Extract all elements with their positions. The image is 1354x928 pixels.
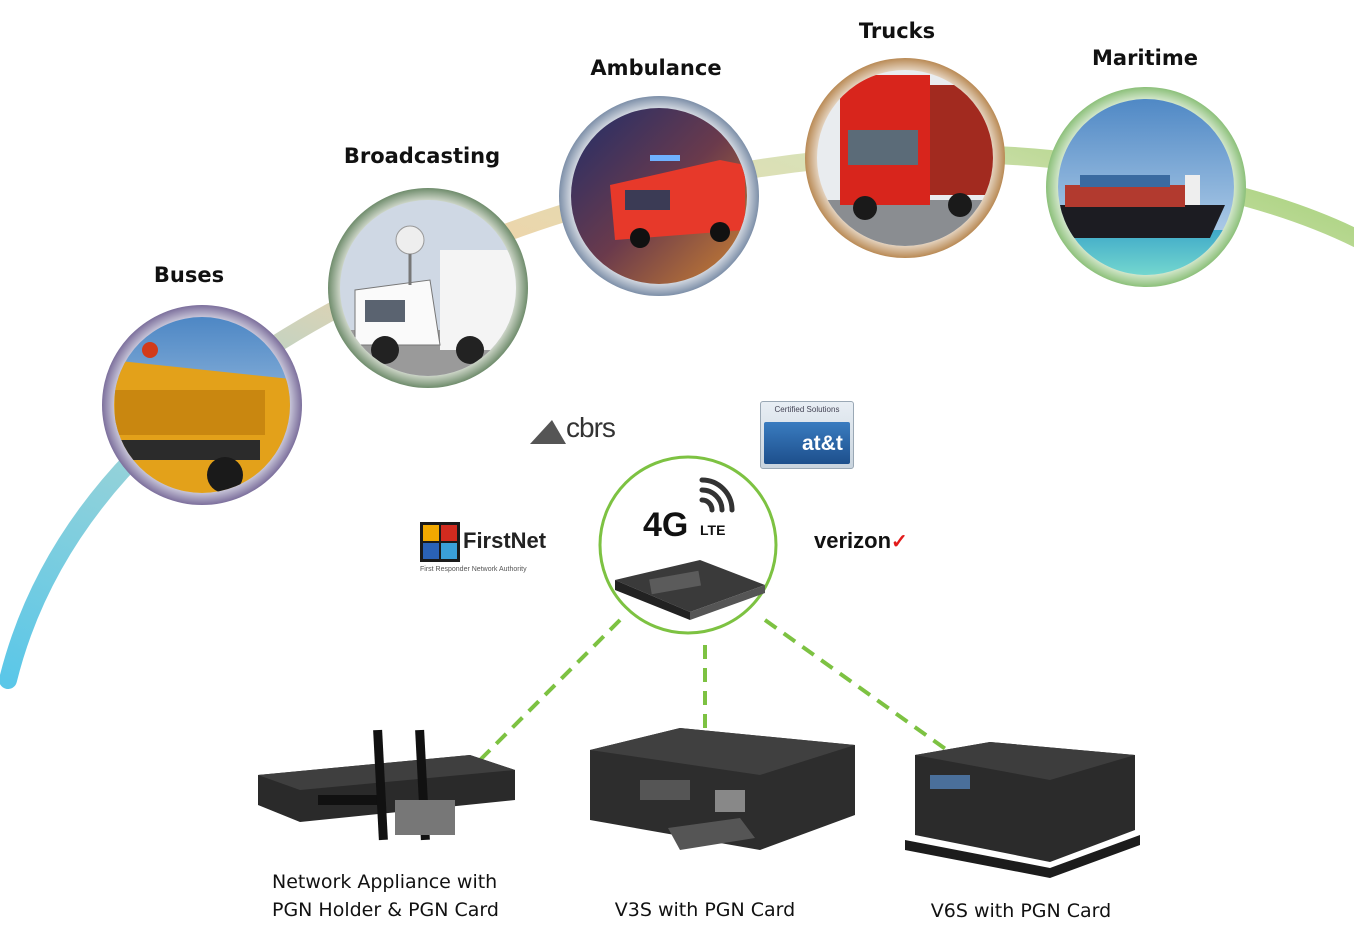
signal-icon <box>699 477 735 513</box>
sector-label-broadcasting: Broadcasting <box>343 144 501 168</box>
buses-photo <box>102 305 302 505</box>
sector-label-ambulance: Ambulance <box>590 56 722 80</box>
sector-label-trucks: Trucks <box>858 19 936 43</box>
caption-v6s: V6S with PGN Card <box>930 900 1112 922</box>
att-badge-panel: at&t <box>764 422 850 464</box>
firstnet-logo-text: FirstNet <box>463 528 547 553</box>
ambulance-photo <box>559 96 759 296</box>
network-appliance-image <box>258 729 515 841</box>
maritime-photo <box>1046 87 1246 287</box>
verizon-logo: verizon✓ <box>814 528 908 554</box>
att-logo: Certified Solutions at&t <box>760 401 854 469</box>
hub-title: 4G <box>643 506 689 544</box>
verizon-check-icon: ✓ <box>891 531 908 553</box>
caption-network-appliance-line2: PGN Holder & PGN Card <box>272 899 499 921</box>
firstnet-subtitle: First Responder Network Authority <box>420 566 527 573</box>
trucks-photo <box>805 58 1005 258</box>
att-badge-text: Certified Solutions <box>774 405 840 414</box>
firstnet-emblem <box>420 522 460 562</box>
verizon-text: verizon <box>814 528 892 553</box>
broadcasting-photo <box>328 188 528 388</box>
cbrs-logo: cbrs <box>566 412 616 443</box>
cbrs-mark <box>530 420 566 444</box>
v3s-image <box>590 728 855 850</box>
att-text: at&t <box>802 432 843 455</box>
sector-label-maritime: Maritime <box>1092 46 1198 70</box>
sector-label-buses: Buses <box>153 263 225 287</box>
caption-v3s: V3S with PGN Card <box>614 899 796 921</box>
pgn-card-image <box>615 560 765 620</box>
hub-subtitle: LTE <box>700 522 726 538</box>
caption-network-appliance: Network Appliance with PGN Holder & PGN … <box>272 868 499 924</box>
caption-network-appliance-line1: Network Appliance with <box>272 871 498 893</box>
v6s-image <box>905 742 1140 878</box>
